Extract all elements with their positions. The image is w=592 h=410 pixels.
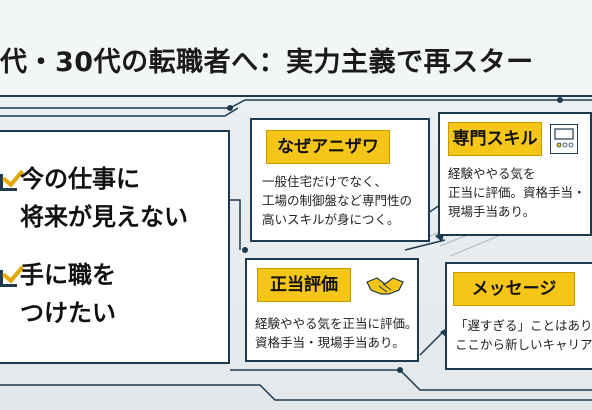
check-icon: [0, 174, 17, 191]
card-why: なぜアニザワ 一般住宅だけでなく、 工場の制御盤など専門性の 高いスキルが身につ…: [250, 118, 430, 242]
card-skill-title: 専門スキル: [448, 122, 542, 156]
card-message-line: ここから新しいキャリア: [455, 337, 592, 352]
card-message-title: メッセージ: [453, 272, 575, 306]
card-eval-line: 資格手当・現場手当あり。: [255, 335, 405, 350]
page-title: 代・30代の転職者へ：実力主義で再スター: [0, 47, 534, 78]
control-panel-icon: [550, 124, 578, 154]
card-why-line: 一般住宅だけでなく、: [262, 174, 388, 189]
card-message: メッセージ 「遅すぎる」ことはありま ここから新しいキャリア: [445, 262, 592, 370]
card-message-line: 「遅すぎる」ことはありま: [455, 318, 592, 333]
concern-1-line2: 将来が見えない: [20, 203, 188, 231]
card-why-line: 高いスキルが身につく。: [262, 212, 400, 227]
card-message-body: 「遅すぎる」ことはありま ここから新しいキャリア: [455, 316, 592, 354]
card-skill-line: 現場手当あり。: [448, 204, 536, 219]
handshake-icon: [365, 270, 405, 300]
check-icon: [0, 270, 17, 287]
concerns-panel: 今の仕事に 将来が見えない 手に職を つけたい: [0, 130, 230, 364]
header-banner: 代・30代の転職者へ：実力主義で再スター: [0, 0, 592, 97]
card-skill-line: 経験ややる気を: [448, 166, 536, 181]
concern-2-line2: つけたい: [20, 299, 116, 327]
card-why-title: なぜアニザワ: [266, 130, 390, 164]
card-why-line: 工場の制御盤など専門性の: [262, 193, 413, 208]
card-eval-body: 経験ややる気を正当に評価。 資格手当・現場手当あり。: [255, 314, 418, 352]
concern-2-line1: 手に職を: [20, 261, 116, 289]
concern-1-line1: 今の仕事に: [20, 165, 140, 193]
card-skill: 専門スキル 経験ややる気を 正当に評価。資格手当・ 現場手当あり。: [438, 112, 592, 236]
card-skill-body: 経験ややる気を 正当に評価。資格手当・ 現場手当あり。: [448, 164, 586, 221]
card-eval: 正当評価 経験ややる気を正当に評価。 資格手当・現場手当あり。: [245, 258, 419, 362]
card-eval-line: 経験ややる気を正当に評価。: [255, 316, 418, 331]
card-skill-line: 正当に評価。資格手当・: [448, 185, 586, 200]
card-eval-title: 正当評価: [257, 268, 351, 302]
card-why-body: 一般住宅だけでなく、 工場の制御盤など専門性の 高いスキルが身につく。: [262, 172, 412, 229]
